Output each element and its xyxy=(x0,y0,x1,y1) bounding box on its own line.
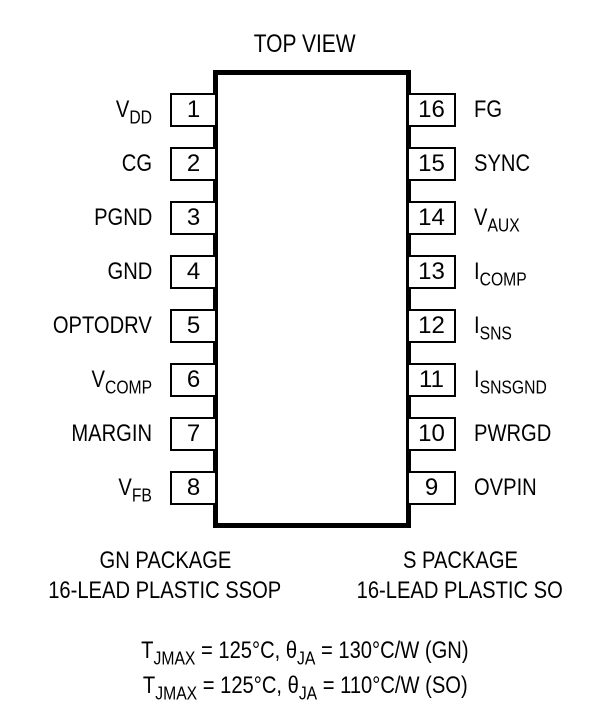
pin-number-1: 1 xyxy=(170,93,215,127)
pin-number-2: 2 xyxy=(170,147,215,181)
pin-label-pwrgd: PWRGD xyxy=(474,420,552,447)
pin-number-9: 9 xyxy=(409,471,456,505)
pin-label-isnsgnd: ISNSGND xyxy=(474,366,547,398)
pin-label-margin: MARGIN xyxy=(71,420,152,447)
pin-label-cg: CG xyxy=(121,150,152,177)
pin-label-pgnd: PGND xyxy=(93,204,152,231)
pin-number-13: 13 xyxy=(409,255,456,289)
pin-number-12: 12 xyxy=(409,309,456,343)
diagram-title: TOP VIEW xyxy=(254,30,356,58)
thermal-rating-gn: TJMAX = 125°C, θJA = 130°C/W (GN) xyxy=(141,637,469,669)
pin-label-vaux: VAUX xyxy=(474,204,520,236)
pin-number-3: 3 xyxy=(170,201,215,235)
pin-label-optodrv: OPTODRV xyxy=(53,312,152,339)
pin-label-sync: SYNC xyxy=(474,150,531,177)
pin-label-ovpin: OVPIN xyxy=(474,474,537,501)
pin-label-vcomp: VCOMP xyxy=(91,366,152,398)
pin-number-16: 16 xyxy=(409,93,456,127)
pin-number-10: 10 xyxy=(409,417,456,451)
pin-number-6: 6 xyxy=(170,363,215,397)
pin-label-vfb: VFB xyxy=(118,474,152,506)
pin-label-vdd: VDD xyxy=(115,96,152,128)
thermal-rating-so: TJMAX = 125°C, θJA = 110°C/W (SO) xyxy=(142,672,468,704)
pin-label-gnd: GND xyxy=(107,258,152,285)
pin-number-5: 5 xyxy=(170,309,215,343)
gn-package-label: GN PACKAGE 16-LEAD PLASTIC SSOP xyxy=(48,547,282,604)
pin-number-8: 8 xyxy=(170,471,215,505)
s-package-label: S PACKAGE 16-LEAD PLASTIC SO xyxy=(356,547,564,604)
pin-label-icomp: ICOMP xyxy=(474,258,527,290)
pin-label-fg: FG xyxy=(474,96,502,123)
pin-number-7: 7 xyxy=(170,417,215,451)
pin-number-15: 15 xyxy=(409,147,456,181)
pin-number-4: 4 xyxy=(170,255,215,289)
ic-package-body xyxy=(213,70,411,528)
pin-number-14: 14 xyxy=(409,201,456,235)
pin-label-isns: ISNS xyxy=(474,312,512,344)
pin-number-11: 11 xyxy=(409,363,456,397)
